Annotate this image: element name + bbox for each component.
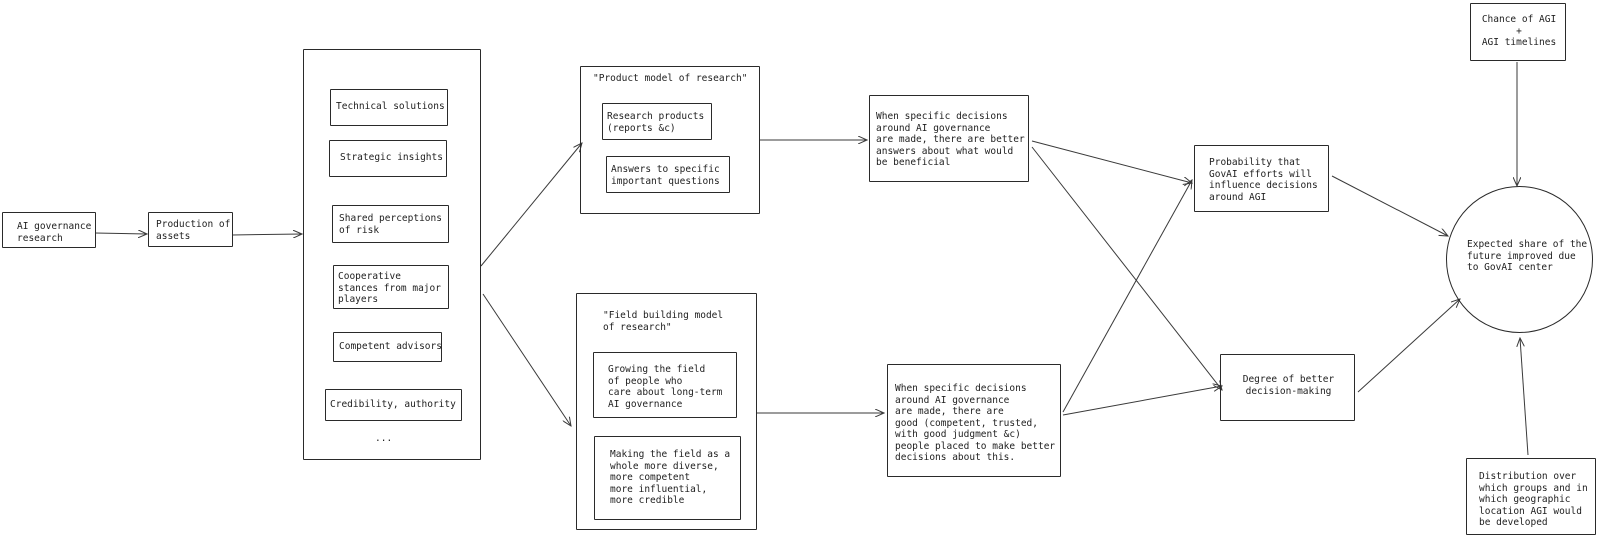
- growing-field-label: Growing the field of people who care abo…: [608, 364, 723, 410]
- chance-of-agi-label: Chance of AGI + AGI timelines: [1481, 14, 1557, 48]
- product-model-title: "Product model of research": [593, 73, 748, 84]
- arrow-probability-to-expected: [1331, 175, 1448, 236]
- research-products-label: Research products (reports &c): [607, 111, 705, 134]
- degree-better-decision-box: Degree of better decision-making: [1220, 354, 1355, 421]
- asset-strategic-insights: Strategic insights: [329, 140, 447, 177]
- arrow-better-answers-to-probability: [1031, 140, 1192, 183]
- production-of-assets-label: Production of assets: [156, 219, 231, 242]
- field-building-model-title: "Field building model of research": [603, 310, 724, 333]
- probability-box: Probability that GovAI efforts will infl…: [1194, 145, 1329, 212]
- product-model-container: "Product model of research": [580, 66, 760, 214]
- asset-credibility-authority-label: Credibility, authority: [330, 399, 456, 410]
- diverse-field-box: Making the field as a whole more diverse…: [594, 436, 741, 520]
- degree-better-decision-label: Degree of better decision-making: [1242, 374, 1335, 397]
- better-answers-box: When specific decisions around AI govern…: [869, 95, 1029, 182]
- research-products-box: Research products (reports &c): [602, 103, 712, 140]
- arrow-assets-to-product-model: [480, 143, 582, 267]
- arrow-better-answers-to-degree: [1031, 146, 1222, 390]
- asset-competent-advisors: Competent advisors: [333, 332, 442, 362]
- expected-share-circle: Expected share of the future improved du…: [1446, 186, 1593, 333]
- answers-questions-box: Answers to specific important questions: [606, 156, 730, 193]
- assets-container: [303, 49, 481, 460]
- good-people-box: When specific decisions around AI govern…: [887, 364, 1061, 477]
- asset-technical-solutions: Technical solutions: [330, 89, 448, 126]
- asset-shared-perceptions: Shared perceptions of risk: [332, 205, 449, 243]
- arrow-degree-to-expected: [1357, 299, 1460, 393]
- assets-ellipsis: ...: [375, 433, 393, 444]
- growing-field-box: Growing the field of people who care abo…: [593, 352, 737, 418]
- asset-cooperative-stances-label: Cooperative stances from major players: [338, 271, 441, 305]
- arrow-good-people-to-degree: [1062, 386, 1222, 416]
- arrow-production-to-assets: [231, 234, 302, 235]
- asset-shared-perceptions-label: Shared perceptions of risk: [339, 213, 442, 236]
- answers-questions-label: Answers to specific important questions: [611, 164, 720, 187]
- good-people-label: When specific decisions around AI govern…: [895, 383, 1056, 463]
- production-of-assets-box: Production of assets: [148, 212, 233, 247]
- probability-label: Probability that GovAI efforts will infl…: [1209, 157, 1318, 203]
- arrow-research-to-production: [94, 233, 147, 234]
- asset-competent-advisors-label: Competent advisors: [339, 341, 442, 352]
- asset-credibility-authority: Credibility, authority: [325, 389, 462, 421]
- better-answers-label: When specific decisions around AI govern…: [876, 111, 1025, 168]
- expected-share-label: Expected share of the future improved du…: [1467, 239, 1588, 273]
- diverse-field-label: Making the field as a whole more diverse…: [610, 449, 731, 506]
- arrow-distribution-to-expected: [1520, 338, 1529, 456]
- field-building-model-container: "Field building model of research": [576, 293, 757, 530]
- ai-governance-research-box: AI governance research: [2, 212, 96, 248]
- arrow-good-people-to-probability: [1062, 180, 1192, 413]
- distribution-label: Distribution over which groups and in wh…: [1479, 471, 1588, 528]
- arrow-assets-to-field-model: [482, 293, 571, 426]
- asset-technical-solutions-label: Technical solutions: [336, 101, 445, 112]
- chance-of-agi-box: Chance of AGI + AGI timelines: [1470, 3, 1566, 61]
- distribution-box: Distribution over which groups and in wh…: [1466, 458, 1596, 535]
- asset-cooperative-stances: Cooperative stances from major players: [333, 265, 449, 309]
- ai-governance-research-label: AI governance research: [17, 221, 92, 244]
- asset-strategic-insights-label: Strategic insights: [340, 152, 443, 163]
